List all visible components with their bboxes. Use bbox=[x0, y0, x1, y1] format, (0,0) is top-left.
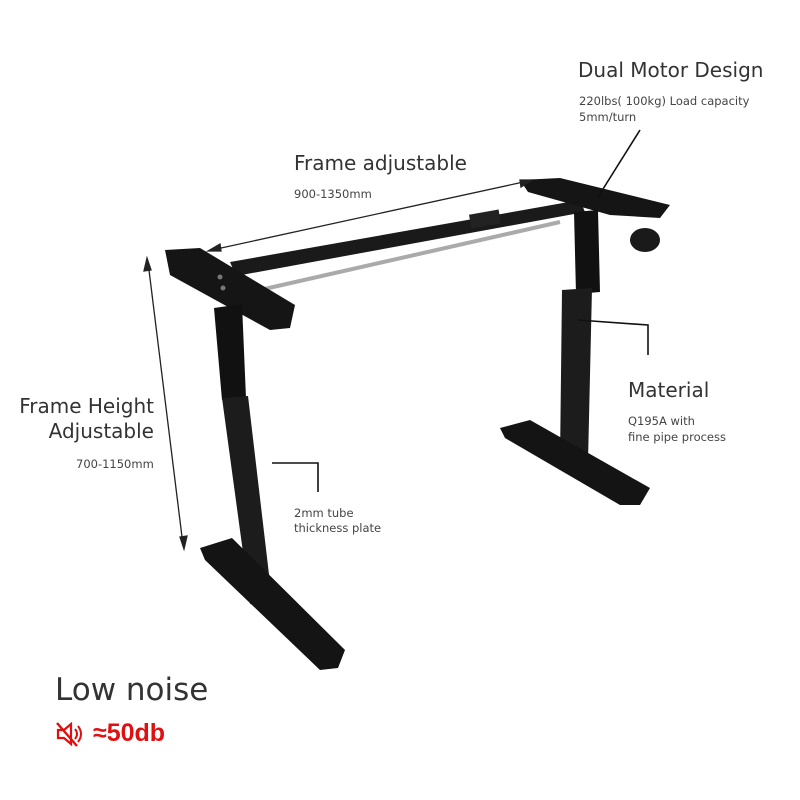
left-foot bbox=[200, 538, 345, 670]
material-line-1: Q195A with bbox=[628, 414, 695, 428]
dual-motor-pitch: 5mm/turn bbox=[579, 110, 637, 124]
low-noise-title: Low noise bbox=[55, 672, 209, 708]
right-top-plate bbox=[520, 178, 670, 218]
right-foot bbox=[500, 420, 650, 505]
frame-height-title-1: Frame Height bbox=[19, 394, 154, 418]
height-arrow bbox=[143, 255, 188, 552]
noise-level: ≈50db bbox=[93, 719, 166, 747]
frame-adjustable-title: Frame adjustable bbox=[294, 151, 467, 175]
left-column-lower bbox=[222, 396, 272, 604]
tube-line-1: 2mm tube bbox=[294, 506, 354, 520]
left-column-upper bbox=[214, 304, 246, 400]
crossbar bbox=[230, 200, 585, 292]
dual-motor-load: 220lbs( 100kg) Load capacity bbox=[579, 94, 750, 108]
material-line-2: fine pipe process bbox=[628, 430, 726, 444]
frame-height-title-2: Adjustable bbox=[48, 419, 154, 443]
tube-line-2: thickness plate bbox=[294, 521, 382, 535]
motor bbox=[630, 228, 660, 252]
right-column-upper bbox=[574, 210, 600, 294]
left-top-plate bbox=[165, 248, 295, 330]
dual-motor-title: Dual Motor Design bbox=[578, 58, 764, 82]
material-title: Material bbox=[628, 378, 710, 402]
frame-height-range: 700-1150mm bbox=[76, 457, 154, 471]
speaker-muted-icon bbox=[56, 721, 82, 747]
right-column-lower bbox=[560, 288, 592, 462]
frame-adjustable-range: 900-1350mm bbox=[294, 187, 372, 201]
leader-lines bbox=[272, 129, 649, 492]
width-arrow bbox=[205, 179, 535, 252]
